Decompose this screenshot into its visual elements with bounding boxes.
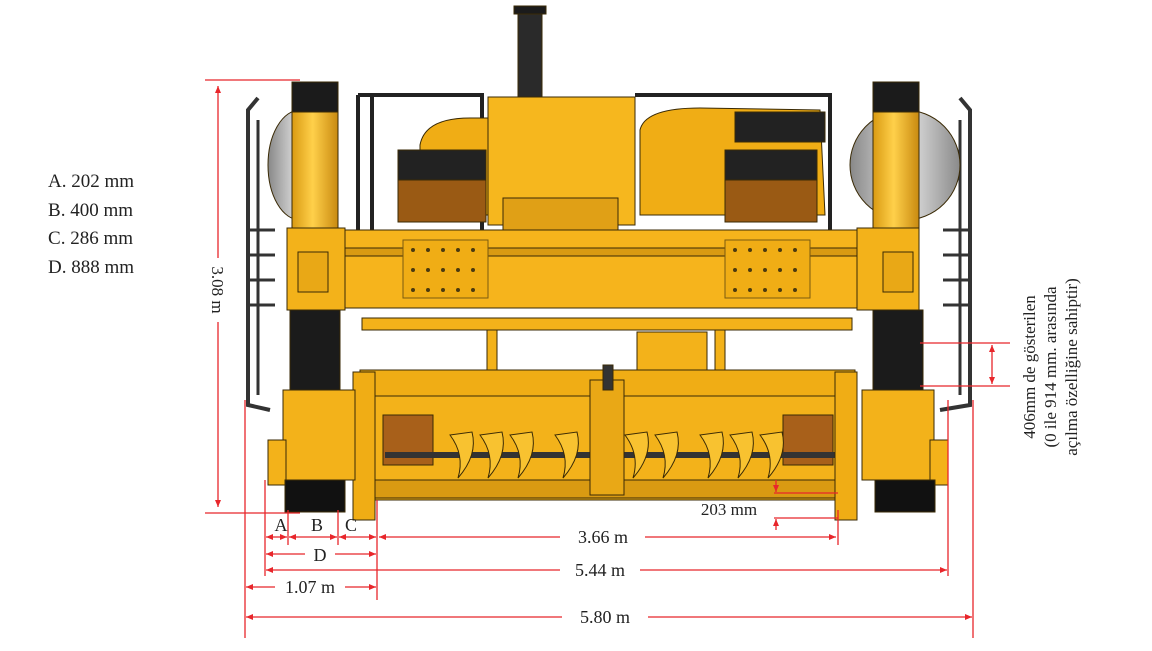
legend-item-b: B. 400 mm — [48, 199, 133, 221]
right-track-housing — [861, 389, 935, 481]
clearance-label: 203 mm — [701, 500, 757, 519]
adjust-line-2: (0 ile 914 mm. arasında — [1041, 286, 1060, 447]
exhaust-stack — [517, 7, 543, 99]
height-label: 3.08 m — [208, 266, 227, 313]
legend-item-d: D. 888 mm — [48, 256, 135, 278]
left-track-housing — [282, 389, 356, 481]
label-b: B — [311, 515, 323, 535]
right-handrail — [939, 96, 972, 412]
right-track — [874, 479, 936, 513]
dimension-lines — [205, 79, 1010, 638]
paver-machine — [246, 5, 972, 521]
adjust-line-1: 406mm de gösterilen — [1020, 295, 1039, 439]
legend-item-c: C. 286 mm — [48, 228, 133, 249]
width-inner-label: 3.66 m — [578, 527, 628, 547]
label-c: C — [345, 515, 357, 535]
width-total-label: 5.80 m — [580, 607, 630, 627]
dimension-legend: A. 202 mm B. 400 mm C. 286 mm D. 888 mm — [48, 168, 134, 282]
left-track — [284, 479, 346, 513]
auger-screw — [449, 431, 784, 479]
label-d: D — [314, 545, 327, 565]
label-a: A — [275, 515, 288, 535]
adjust-line-3: açılma özelliğine sahiptir) — [1062, 278, 1081, 456]
width-1-label: 1.07 m — [285, 577, 335, 597]
width-mid-label: 5.44 m — [575, 560, 625, 580]
legend-item-a: A. 202 mm — [48, 171, 135, 192]
left-handrail — [246, 96, 271, 412]
